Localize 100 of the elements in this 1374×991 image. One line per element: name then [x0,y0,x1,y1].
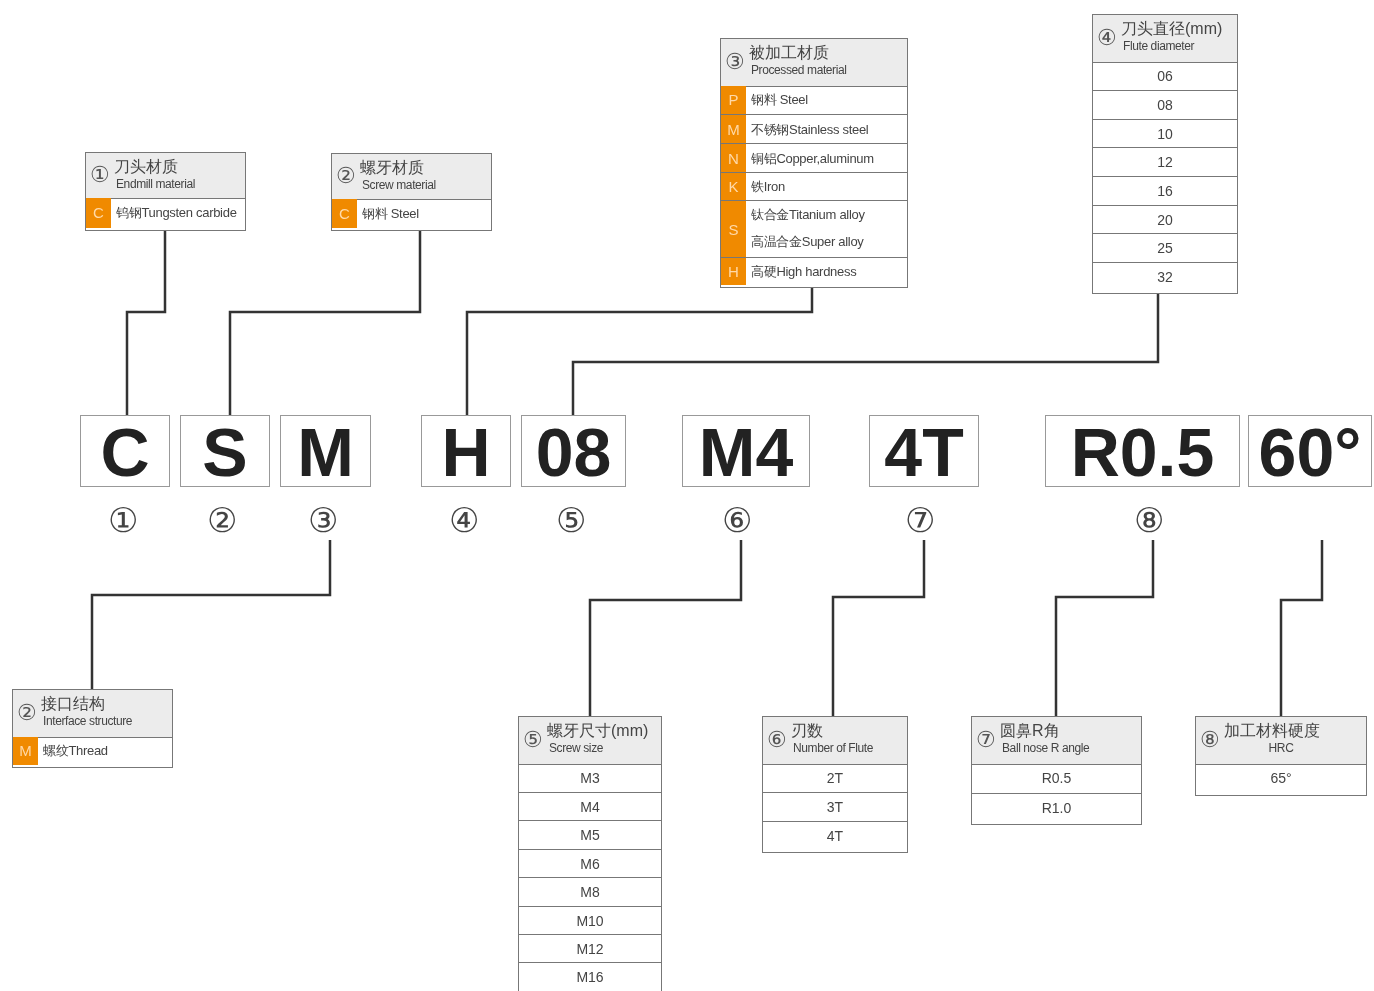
table-cell-text: 钨钢Tungsten carbide [115,203,238,222]
circled-number: ① [108,501,138,539]
spec-table [762,716,908,853]
circled-number: ② [336,164,356,188]
table-cell-text: 钢料 Steel [750,90,809,109]
code-box: 60° [1248,415,1372,487]
code-box: H [421,415,511,487]
circled-number: ⑧ [1200,728,1220,752]
code-box: 08 [521,415,626,487]
spec-table [720,38,908,288]
circled-number: ⑥ [722,501,752,539]
table-cell: 25 [1093,233,1237,262]
table-cell-text: 65° [1269,768,1293,788]
code-box: M4 [682,415,810,487]
letter-cell: P [721,85,746,114]
circled-number: ⑥ [767,728,787,752]
spec-table [12,689,173,768]
connector-line [588,540,743,716]
spec-table [1195,716,1367,796]
connector-line [1279,540,1324,716]
table-cell-text: 钢料 Steel [361,204,420,223]
table-cell: 钛合金Titanium alloy [746,199,907,228]
spec-table [1092,14,1238,294]
table-cell: 16 [1093,175,1237,205]
letter-cell: M [13,736,38,765]
letter-cell: H [721,256,746,285]
table-cell: M4 [519,791,661,821]
circled-number: ④ [449,501,479,539]
letter-cell: M [721,113,746,143]
header-subtitle: Number of Flute [793,741,874,755]
spec-table [85,152,246,231]
header-title: 圆鼻R角 [1000,721,1060,740]
table-cell: 4T [763,820,907,850]
circled-number: ③ [308,501,338,539]
letter-cell: C [86,197,111,228]
connector-line [90,540,332,689]
table-cell-text: 06 [1156,66,1174,86]
table-cell: R1.0 [972,792,1141,822]
circled-number: ① [90,163,110,187]
header-title: 刃数 [791,721,823,740]
connector-line [1054,540,1155,716]
header-subtitle: Screw size [549,741,603,755]
table-cell: 08 [1093,90,1237,119]
code-box: M [280,415,371,487]
table-cell-text: R0.5 [1040,768,1073,788]
header-subtitle: HRC [1267,741,1295,755]
table-cell: 高硬High hardness [746,256,907,285]
letter-cell: C [332,198,357,228]
table-cell: M16 [519,962,661,991]
header-subtitle: Screw material [362,178,436,192]
table-cell: M10 [519,905,661,934]
header-title: 刀头直径(mm) [1121,19,1223,38]
table-cell: 3T [763,792,907,821]
circled-number: ④ [1097,26,1117,50]
table-cell: 20 [1093,204,1237,234]
table-cell-text: M3 [579,768,601,788]
table-cell: M8 [519,877,661,906]
connector-line [125,231,167,415]
header-title: 刀头材质 [114,157,178,176]
table-cell: 铜铝Copper,aluminum [746,142,907,172]
table-cell: M5 [519,820,661,849]
table-cell-text: 螺纹Thread [42,741,109,760]
table-cell: 10 [1093,118,1237,148]
code-box: S [180,415,270,487]
connector-line [465,288,814,415]
header-title: 接口结构 [41,694,105,713]
table-cell: 32 [1093,261,1237,291]
connector-line [831,540,926,716]
table-cell-text: 高温合金Super alloy [750,233,865,251]
header-title: 螺牙尺寸(mm) [547,721,649,740]
code-box: C [80,415,170,487]
header-subtitle: Ball nose R angle [1002,741,1090,755]
circled-number: ③ [725,50,745,74]
code-box: R0.5 [1045,415,1240,487]
circled-number: ⑤ [523,728,543,752]
circled-number: ⑧ [1134,501,1164,539]
circled-number: ⑦ [905,501,935,539]
spec-table [331,153,492,231]
header-title: 加工材料硬度 [1224,721,1320,740]
circled-number: ⑦ [976,728,996,752]
letter-cell: K [721,171,746,200]
letter-cell: N [721,142,746,172]
connector-line [571,293,1160,415]
header-subtitle: Endmill material [116,177,195,191]
table-cell-text: 2T [825,768,845,788]
table-cell: M12 [519,933,661,963]
circled-number: ② [207,501,237,539]
connector-line [228,231,422,415]
table-cell: 不锈钢Stainless steel [746,113,907,143]
header-title: 螺牙材质 [360,158,424,177]
code-box: 4T [869,415,979,487]
table-cell: 12 [1093,147,1237,176]
header-subtitle: Interface structure [43,714,133,728]
header-title: 被加工材质 [749,43,829,62]
spec-table [518,716,662,991]
header-subtitle: Processed material [751,63,847,77]
circled-number: ⑤ [556,501,586,539]
spec-table [971,716,1142,825]
table-cell: 铁Iron [746,171,907,200]
header-subtitle: Flute diameter [1123,39,1195,53]
